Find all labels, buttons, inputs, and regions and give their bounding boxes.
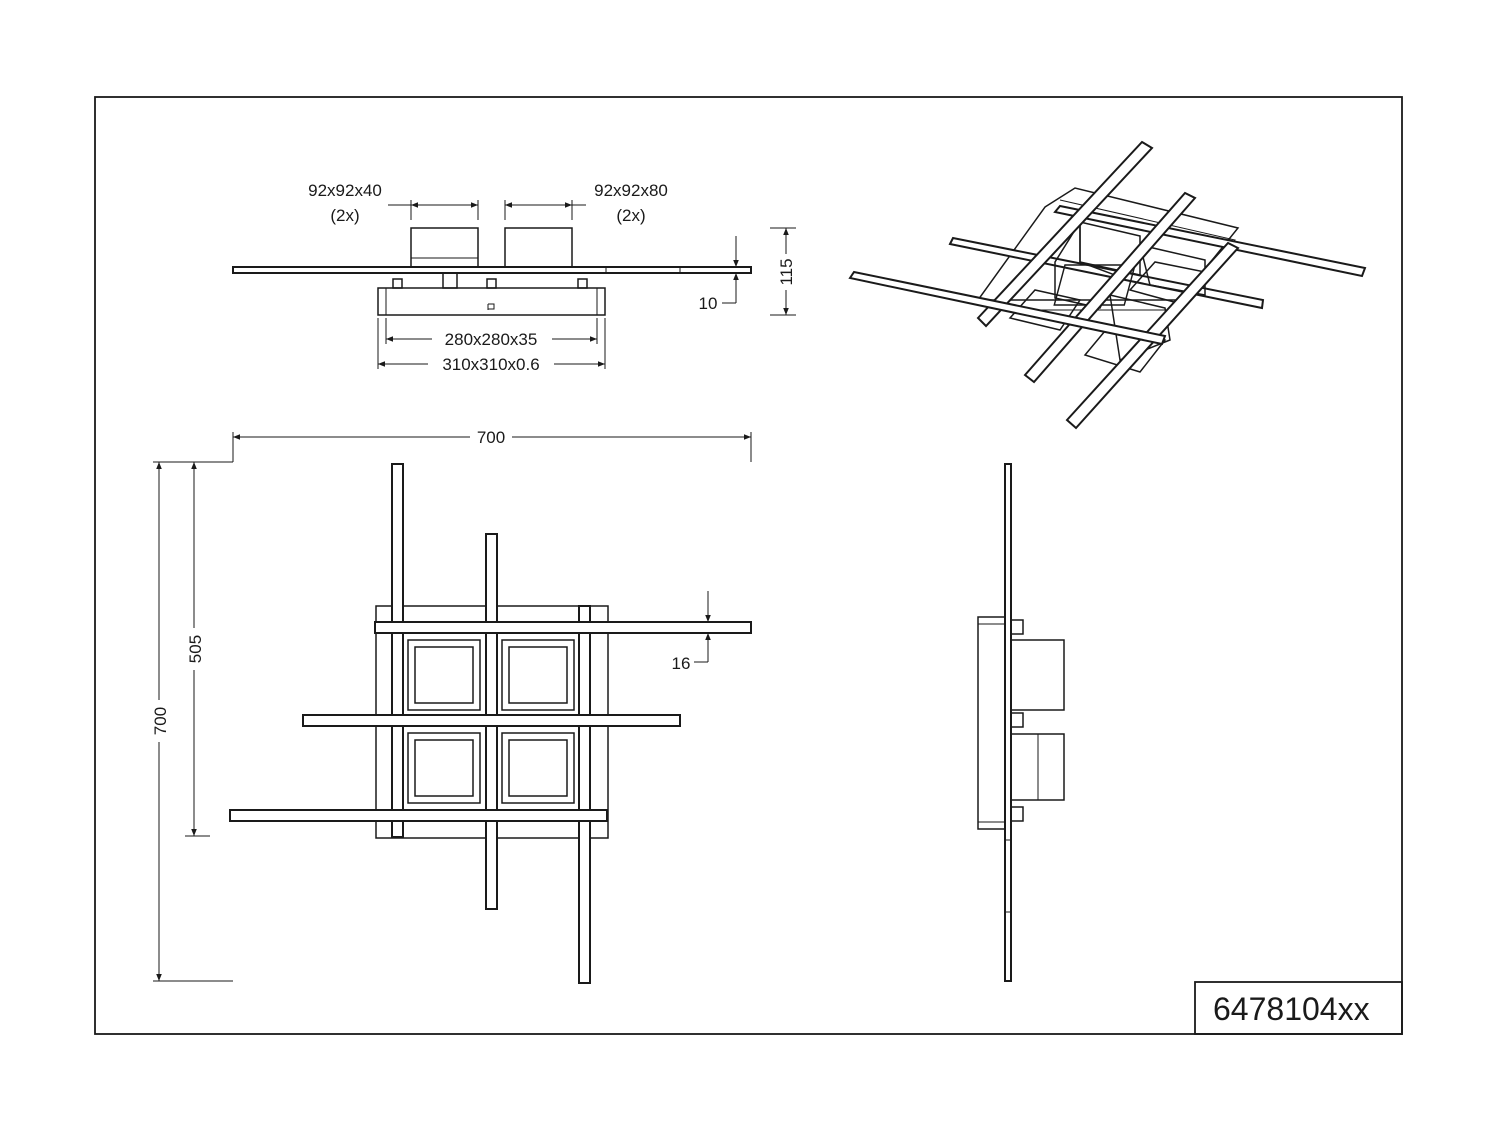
plan-width-label: 700 [477, 428, 505, 447]
cube-small-qty: (2x) [330, 206, 359, 225]
side-elevation-view: 92x92x40 (2x) 92x92x80 (2x) 280x280x35 3… [232, 181, 796, 374]
plan-height-label: 700 [151, 707, 170, 735]
plan-vbar-left [391, 463, 404, 838]
product-code: 6478104xx [1213, 991, 1370, 1027]
cube-large-qty: (2x) [616, 206, 645, 225]
plan-hbar-top [374, 621, 752, 634]
plan-hbar-mid [302, 714, 681, 727]
light-bar-side [232, 266, 752, 274]
isometric-view [848, 140, 1367, 430]
bar-thickness-label: 10 [699, 294, 718, 313]
plate-label: 310x310x0.6 [442, 355, 539, 374]
plan-light-panels [407, 639, 575, 804]
cube-small-label: 92x92x40 [308, 181, 382, 200]
drawing-frame [94, 96, 1403, 1035]
cube-small [410, 227, 479, 270]
side-profile-view [977, 463, 1065, 982]
plan-hbar-bottom [229, 809, 608, 822]
cube-large [504, 227, 573, 270]
plan-span-label: 505 [186, 635, 205, 663]
profile-cube-large [1010, 639, 1065, 711]
base-label: 280x280x35 [445, 330, 538, 349]
plan-view: 700 700 505 16 [150, 427, 752, 984]
total-height-label: 115 [777, 258, 796, 285]
profile-base [977, 616, 1006, 830]
plan-vbar-right [578, 605, 591, 984]
title-block: 6478104xx [1194, 981, 1403, 1035]
profile-bar [1004, 463, 1012, 982]
cube-large-label: 92x92x80 [594, 181, 668, 200]
base-body [377, 287, 606, 316]
plan-bar-width-label: 16 [672, 654, 691, 673]
